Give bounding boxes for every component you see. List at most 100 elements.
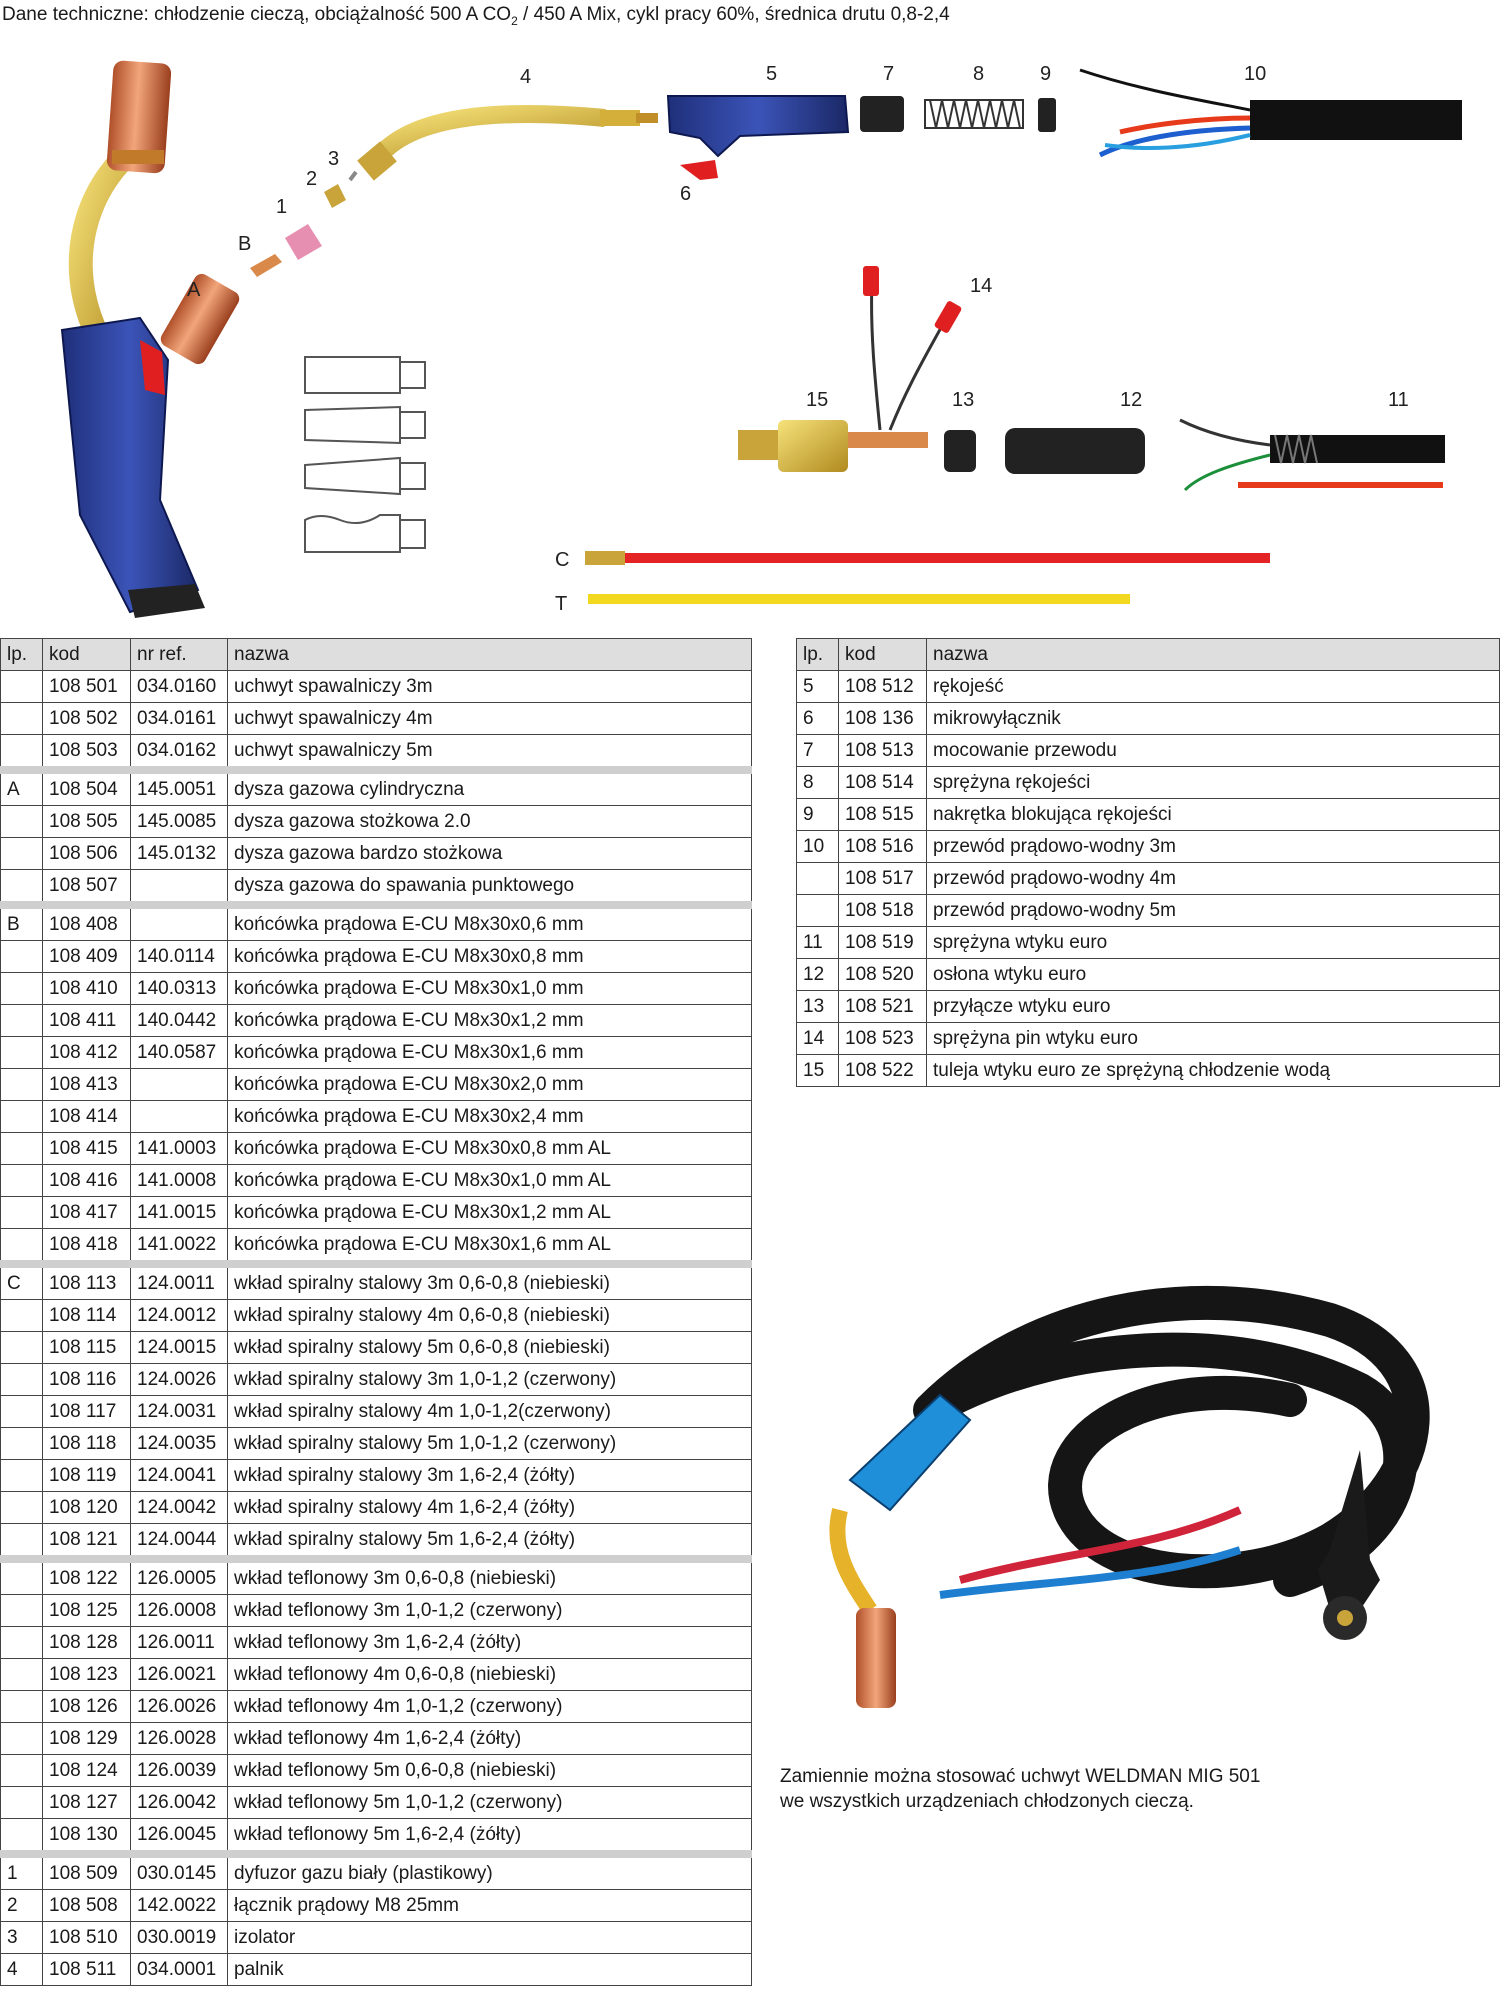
teflon-liner-part-t [588, 594, 1130, 604]
cell-kod: 108 506 [42, 837, 131, 870]
cell-nazwa: wkład spiralny stalowy 3m 1,6-2,4 (żółty… [227, 1459, 752, 1492]
cell-lp [0, 1818, 43, 1855]
label-7: 7 [883, 63, 894, 85]
cell-nazwa: rękojeść [926, 670, 1500, 703]
cell-nazwa: przyłącze wtyku euro [926, 990, 1500, 1023]
cell-kod: 108 120 [42, 1491, 131, 1524]
cell-kod: 108 512 [838, 670, 927, 703]
swan-neck-part-4 [357, 104, 658, 181]
heading-suffix: / 450 A Mix, cykl pracy 60%, średnica dr… [517, 4, 950, 25]
locking-nut-part-9 [1038, 98, 1056, 132]
label-10: 10 [1244, 63, 1266, 85]
label-9: 9 [1040, 63, 1051, 85]
cell-kod: 108 114 [42, 1299, 131, 1332]
cell-nazwa: uchwyt spawalniczy 3m [227, 670, 752, 703]
cell-lp [0, 1036, 43, 1069]
cell-nr-ref: 126.0005 [130, 1555, 228, 1595]
cell-nr-ref: 124.0031 [130, 1395, 228, 1428]
cell-lp: 11 [796, 926, 839, 959]
cell-kod: 108 503 [42, 734, 131, 771]
cell-nazwa: wkład teflonowy 4m 1,0-1,2 (czerwony) [227, 1690, 752, 1723]
note-line-2: we wszystkich urządzeniach chłodzonych c… [780, 1791, 1194, 1812]
label-13: 13 [952, 389, 974, 411]
header-kod: kod [838, 638, 927, 671]
handle-spring-part-8 [924, 99, 1024, 129]
gas-diffuser-part-1 [285, 224, 322, 260]
cell-nr-ref: 140.0313 [130, 972, 228, 1005]
technical-data-heading: Dane techniczne: chłodzenie cieczą, obci… [2, 4, 950, 28]
cell-nr-ref: 030.0019 [130, 1921, 228, 1954]
cell-lp [0, 837, 43, 870]
cell-nazwa: sprężyna rękojeści [926, 766, 1500, 799]
cell-nazwa: palnik [227, 1953, 752, 1986]
cell-kod: 108 124 [42, 1754, 131, 1787]
cell-lp [0, 1427, 43, 1460]
cell-kod: 108 411 [42, 1004, 131, 1037]
label-a: A [187, 279, 201, 301]
nozzle-part-a [160, 273, 240, 365]
cell-kod: 108 518 [838, 894, 927, 927]
cell-lp [0, 1100, 43, 1133]
cell-lp [0, 1555, 43, 1595]
label-11: 11 [1388, 389, 1409, 411]
cell-nazwa: wkład spiralny stalowy 4m 0,6-0,8 (niebi… [227, 1299, 752, 1332]
cell-lp [0, 1132, 43, 1165]
cell-nr-ref: 124.0012 [130, 1299, 228, 1332]
cell-kod: 108 113 [42, 1260, 131, 1300]
cell-nazwa: końcówka prądowa E-CU M8x30x0,8 mm AL [227, 1132, 752, 1165]
cell-nazwa: dysza gazowa stożkowa 2.0 [227, 805, 752, 838]
cell-nazwa: końcówka prądowa E-CU M8x30x2,0 mm [227, 1068, 752, 1101]
cell-nazwa: wkład teflonowy 5m 1,6-2,4 (żółty) [227, 1818, 752, 1855]
cell-kod: 108 414 [42, 1100, 131, 1133]
cell-nazwa: wkład spiralny stalowy 4m 1,6-2,4 (żółty… [227, 1491, 752, 1524]
cell-lp [0, 1363, 43, 1396]
header-nazwa: nazwa [926, 638, 1500, 671]
cell-kod: 108 117 [42, 1395, 131, 1428]
cell-lp: C [0, 1260, 43, 1300]
cell-nazwa: końcówka prądowa E-CU M8x30x0,8 mm [227, 940, 752, 973]
cell-lp [0, 1523, 43, 1560]
cell-lp [796, 894, 839, 927]
cell-lp: 14 [796, 1022, 839, 1055]
cell-nr-ref: 034.0001 [130, 1953, 228, 1986]
cell-lp: 15 [796, 1054, 839, 1087]
compatibility-note: Zamiennie można stosować uchwyt WELDMAN … [780, 1764, 1260, 1814]
cell-kod: 108 115 [42, 1331, 131, 1364]
contact-tip-part-b [250, 254, 282, 277]
cell-nr-ref: 124.0026 [130, 1363, 228, 1396]
cell-nazwa: wkład teflonowy 4m 1,6-2,4 (żółty) [227, 1722, 752, 1755]
microswitch-part-6 [680, 160, 718, 180]
label-t: T [555, 593, 567, 615]
cell-nr-ref: 034.0162 [130, 734, 228, 771]
hose-mount-part-7 [860, 96, 904, 132]
cell-lp [0, 1395, 43, 1428]
cell-kod: 108 413 [42, 1068, 131, 1101]
cell-kod: 108 505 [42, 805, 131, 838]
cell-nr-ref: 126.0021 [130, 1658, 228, 1691]
label-15: 15 [806, 389, 828, 411]
cell-kod: 108 136 [838, 702, 927, 735]
cell-nr-ref: 140.0114 [130, 940, 228, 973]
cell-nazwa: wkład teflonowy 3m 1,0-1,2 (czerwony) [227, 1594, 752, 1627]
cell-kod: 108 508 [42, 1889, 131, 1922]
label-8: 8 [973, 63, 984, 85]
cell-kod: 108 501 [42, 670, 131, 703]
